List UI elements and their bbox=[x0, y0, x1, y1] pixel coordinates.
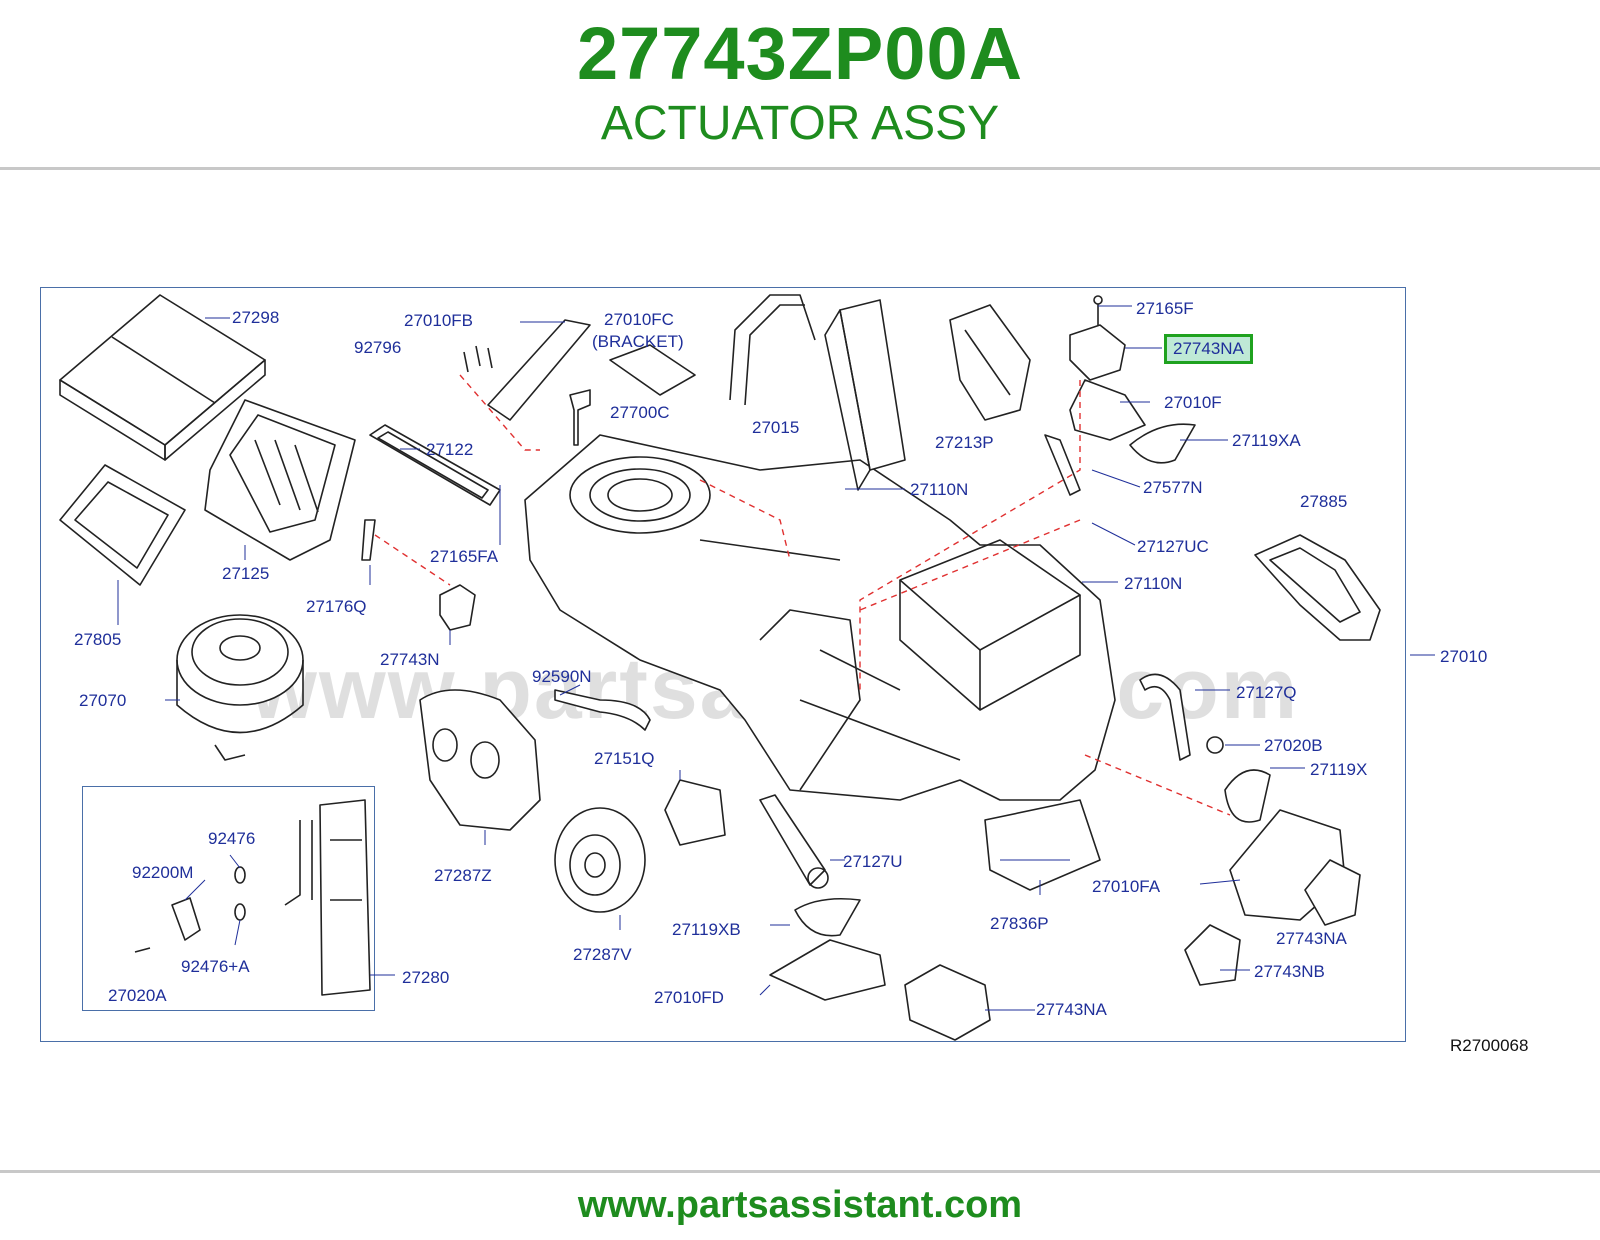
intake-housing-27125 bbox=[204, 399, 356, 561]
bracket-part-27010FB bbox=[487, 319, 591, 421]
label-27020B: 27020B bbox=[1264, 736, 1323, 755]
diagram-frame bbox=[40, 287, 1406, 1042]
leader-lines bbox=[117, 305, 1435, 1011]
seal-part-27020B bbox=[1206, 736, 1224, 754]
label-27165F: 27165F bbox=[1136, 299, 1194, 318]
part-name-subtitle: ACTUATOR ASSY bbox=[600, 97, 1000, 150]
label-27015: 27015 bbox=[752, 418, 800, 437]
page-header: 27743ZP00A ACTUATOR ASSY bbox=[0, 0, 1600, 170]
label-27700C: 27700C bbox=[610, 403, 670, 422]
label-92796: 92796 bbox=[354, 338, 402, 357]
lever-part-27119X bbox=[1224, 769, 1271, 823]
label-27119X: 27119X bbox=[1310, 760, 1368, 779]
label-27110N-b: 27110N bbox=[1124, 574, 1183, 593]
hvac-main-housing-27010 bbox=[524, 434, 1116, 801]
sensor-part-27700C bbox=[569, 389, 591, 446]
duct-part-27885 bbox=[1254, 534, 1381, 641]
part-27176Q bbox=[361, 519, 376, 561]
lever-part-27119XA bbox=[1129, 423, 1196, 464]
label-27805: 27805 bbox=[74, 630, 122, 649]
label-27010FC: 27010FC bbox=[604, 310, 674, 329]
label-27010FD: 27010FD bbox=[654, 988, 724, 1007]
label-27743NA-highlighted[interactable]: 27743NA bbox=[1164, 334, 1253, 364]
resistor-part-27151Q bbox=[664, 779, 726, 846]
label-27885: 27885 bbox=[1300, 492, 1348, 511]
part-number-title: 27743ZP00A bbox=[576, 12, 1024, 95]
evaporator-part-27280 bbox=[284, 799, 371, 996]
footer-divider bbox=[0, 1170, 1600, 1173]
label-27010: 27010 bbox=[1440, 647, 1488, 666]
label-27298: 27298 bbox=[232, 308, 280, 327]
lever-part-27119XB bbox=[794, 897, 861, 937]
label-92476A: 92476+A bbox=[181, 957, 250, 976]
label-92200M: 92200M bbox=[132, 863, 194, 882]
motor-cover-27287V bbox=[554, 807, 646, 913]
label-27213P: 27213P bbox=[935, 433, 994, 452]
label-27165FA: 27165FA bbox=[430, 547, 499, 566]
label-27836P: 27836P bbox=[990, 914, 1049, 933]
bolt-27020A bbox=[134, 947, 151, 953]
actuator-part-27743N bbox=[439, 584, 476, 631]
actuator-part-27743NA-right bbox=[1304, 859, 1361, 926]
pipe-part-92590N bbox=[554, 689, 651, 731]
scroll-housing-27287Z bbox=[419, 689, 541, 831]
label-92590N: 92590N bbox=[532, 667, 592, 686]
o-ring-92476 bbox=[234, 866, 246, 884]
label-27010FA: 27010FA bbox=[1092, 877, 1161, 896]
bracket-part-27010FC bbox=[609, 344, 696, 396]
screws-92796 bbox=[463, 345, 493, 373]
label-27127UC: 27127UC bbox=[1137, 537, 1209, 556]
label-27119XB: 27119XB bbox=[672, 920, 741, 939]
header-divider bbox=[0, 167, 1600, 170]
label-27176Q: 27176Q bbox=[306, 597, 367, 616]
diagram-inset-frame bbox=[82, 786, 375, 1011]
label-27010F: 27010F bbox=[1164, 393, 1222, 412]
hose-part-27127Q bbox=[1139, 673, 1191, 761]
o-ring-92476-a bbox=[234, 903, 246, 921]
label-27743NB: 27743NB bbox=[1254, 962, 1325, 981]
drain-part-27836P bbox=[984, 799, 1101, 891]
guide-lines bbox=[374, 374, 1231, 816]
label-27743NA-b: 27743NA bbox=[1276, 929, 1347, 948]
label-27110N-a: 27110N bbox=[910, 480, 969, 499]
label-27122: 27122 bbox=[426, 440, 474, 459]
footer-url[interactable]: www.partsassistant.com bbox=[577, 1184, 1023, 1226]
blower-motor-27070 bbox=[176, 614, 304, 761]
plate-part-27010FD bbox=[769, 939, 886, 1001]
gasket-part-27805 bbox=[59, 464, 186, 586]
label-27577N: 27577N bbox=[1143, 478, 1203, 497]
label-bracket: (BRACKET) bbox=[592, 332, 684, 351]
label-92476: 92476 bbox=[208, 829, 256, 848]
actuator-part-27743NB bbox=[1184, 924, 1241, 986]
actuator-highlighted-27743NA bbox=[1069, 295, 1126, 381]
label-27010FB: 27010FB bbox=[404, 311, 473, 330]
diagram-reference-code: R2700068 bbox=[1450, 1036, 1529, 1055]
strip-part-27122 bbox=[369, 424, 501, 506]
cover-part-27213P bbox=[949, 304, 1031, 421]
bracket-part-27010F bbox=[1069, 379, 1146, 441]
label-27119XA: 27119XA bbox=[1232, 431, 1301, 450]
label-27743N: 27743N bbox=[380, 650, 440, 669]
arm-part-27127U bbox=[759, 794, 829, 889]
label-27127U: 27127U bbox=[843, 852, 903, 871]
label-27743NA-c: 27743NA bbox=[1036, 1000, 1107, 1019]
label-27287Z: 27287Z bbox=[434, 866, 492, 885]
link-part-27127UC bbox=[1044, 434, 1081, 496]
valve-part-92200M bbox=[171, 897, 201, 941]
actuator-part-27743NA-bottom bbox=[904, 964, 991, 1041]
label-27020A: 27020A bbox=[108, 986, 167, 1005]
label-27125: 27125 bbox=[222, 564, 270, 583]
label-27280: 27280 bbox=[402, 968, 450, 987]
heater-core-27015 bbox=[729, 294, 906, 491]
label-27287V: 27287V bbox=[573, 945, 632, 964]
label-27070: 27070 bbox=[79, 691, 127, 710]
label-27127Q: 27127Q bbox=[1236, 683, 1297, 702]
filter-part-27298 bbox=[59, 294, 266, 461]
label-27151Q: 27151Q bbox=[594, 749, 655, 768]
